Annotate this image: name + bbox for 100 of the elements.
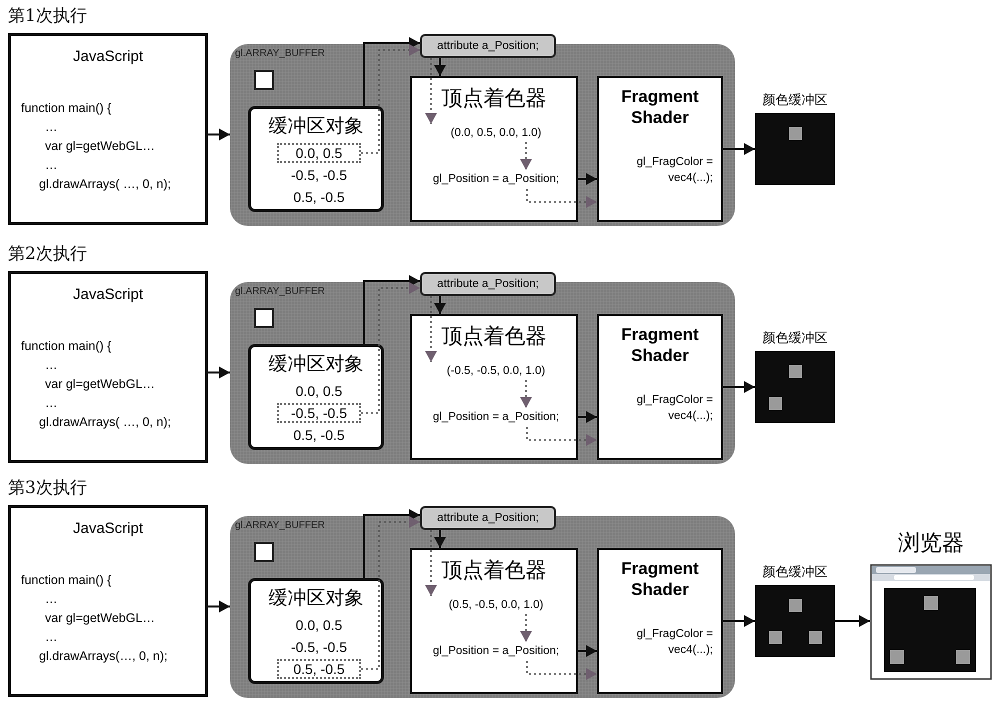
code-line: function main() {: [21, 572, 112, 589]
selected-vertex-value: 0.5, -0.5: [277, 659, 361, 679]
dotted-arrow: [520, 380, 532, 408]
shader-title: 顶点着色器: [440, 85, 548, 112]
code-box: [8, 33, 208, 225]
code-title: JavaScript: [72, 286, 144, 303]
color-buffer: [755, 585, 835, 657]
arrow: [723, 615, 755, 627]
arrow: [208, 128, 230, 140]
dotted-arrow: [425, 296, 437, 362]
arrow: [208, 600, 230, 612]
attribute-declaration: attribute a_Position;: [437, 278, 539, 290]
code-statement: gl_Position = a_Position;: [415, 642, 577, 660]
dotted-arrow: [526, 427, 597, 446]
shader-box: [410, 314, 578, 460]
attribute-tag: [420, 34, 556, 58]
code-line: …: [45, 157, 58, 174]
step-heading: 第1次执行: [8, 5, 87, 27]
shader-box: [410, 548, 578, 694]
code-line: var gl=getWebGL…: [45, 610, 155, 627]
code-line: …: [45, 395, 58, 412]
attribute-tag: [420, 506, 556, 530]
selected-vertex-value: 0.0, 0.5: [277, 143, 361, 163]
buffer-box: [248, 106, 384, 212]
node-label: 颜色缓冲区: [762, 92, 828, 109]
buffer-box: [248, 578, 384, 684]
shader-title: 顶点着色器: [440, 557, 548, 584]
arrow: [434, 58, 446, 76]
dotted-arrow: [526, 661, 597, 680]
attribute-declaration: attribute a_Position;: [437, 40, 539, 52]
vertex-coordinate: (0.5, -0.5, 0.0, 1.0): [420, 596, 572, 614]
buffer-title: 缓冲区对象: [268, 352, 364, 377]
attribute-tag: [420, 272, 556, 296]
code-line: function main() {: [21, 338, 112, 355]
code-box: [8, 505, 208, 697]
code-statement: gl_FragColor = vec4(...);: [636, 393, 713, 424]
arrow: [434, 296, 446, 314]
dotted-arrow: [520, 142, 532, 170]
buffer-title: 缓冲区对象: [268, 114, 364, 139]
code-statement: gl_Position = a_Position;: [415, 408, 577, 426]
panel-label: gl.ARRAY_BUFFER: [235, 286, 325, 297]
shader-box: [410, 76, 578, 222]
vertex-value: -0.5, -0.5: [277, 165, 361, 185]
vertex-coordinate: (0.0, 0.5, 0.0, 1.0): [420, 124, 572, 142]
code-line: …: [45, 591, 58, 608]
arrow: [723, 143, 755, 155]
shader-box: [597, 76, 723, 222]
step-heading: 第2次执行: [8, 243, 87, 265]
arrow: [835, 615, 870, 627]
attribute-declaration: attribute a_Position;: [437, 512, 539, 524]
code-line: …: [45, 357, 58, 374]
vertex-value: 0.5, -0.5: [277, 187, 361, 207]
node-label: 颜色缓冲区: [762, 330, 828, 347]
code-line: gl.drawArrays(…, 0, n);: [39, 648, 168, 665]
panel-label: gl.ARRAY_BUFFER: [235, 48, 325, 59]
code-line: …: [45, 119, 58, 136]
code-statement: gl_FragColor = vec4(...);: [636, 155, 713, 186]
code-line: var gl=getWebGL…: [45, 376, 155, 393]
picture: [870, 564, 992, 680]
code-line: gl.drawArrays( …, 0, n);: [39, 414, 171, 431]
arrow: [208, 366, 230, 378]
code-title: JavaScript: [72, 48, 144, 65]
dotted-arrow: [361, 282, 420, 414]
arrow: [363, 37, 420, 106]
buffer-box: [248, 344, 384, 450]
shader-box: [597, 314, 723, 460]
arrow: [577, 411, 597, 423]
shader-title: Fragment Shader: [620, 86, 700, 128]
vertex-value: -0.5, -0.5: [277, 637, 361, 657]
arrow: [363, 509, 420, 578]
vertex-value: 0.5, -0.5: [277, 425, 361, 445]
vertex-value: 0.0, 0.5: [277, 381, 361, 401]
code-box: [8, 271, 208, 463]
dotted-arrow: [520, 614, 532, 642]
shader-title: 顶点着色器: [440, 323, 548, 350]
shader-title: Fragment Shader: [620, 324, 700, 366]
code-title: JavaScript: [72, 520, 144, 537]
code-line: function main() {: [21, 100, 112, 117]
vertex-coordinate: (-0.5, -0.5, 0.0, 1.0): [420, 362, 572, 380]
code-statement: gl_Position = a_Position;: [415, 170, 577, 188]
arrow: [363, 275, 420, 344]
selected-vertex-value: -0.5, -0.5: [277, 403, 361, 423]
color-buffer: [755, 113, 835, 185]
shader-box: [597, 548, 723, 694]
vertex-value: 0.0, 0.5: [277, 615, 361, 635]
arrow: [577, 173, 597, 185]
dotted-arrow: [526, 189, 597, 208]
shader-title: Fragment Shader: [620, 558, 700, 600]
code-line: var gl=getWebGL…: [45, 138, 155, 155]
dotted-arrow: [361, 516, 420, 670]
color-buffer: [755, 351, 835, 423]
dotted-arrow: [425, 530, 437, 596]
step-heading: 第3次执行: [8, 477, 87, 499]
dotted-arrow: [425, 58, 437, 124]
arrow: [577, 645, 597, 657]
panel-label: gl.ARRAY_BUFFER: [235, 520, 325, 531]
code-statement: gl_FragColor = vec4(...);: [636, 627, 713, 658]
arrow: [434, 530, 446, 548]
buffer-title: 缓冲区对象: [268, 586, 364, 611]
arrow: [723, 381, 755, 393]
